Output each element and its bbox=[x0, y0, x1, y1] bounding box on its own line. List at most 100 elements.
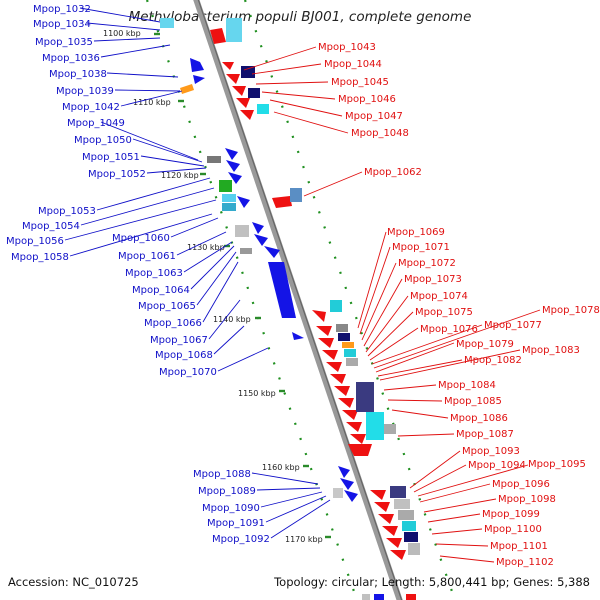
gene-label[interactable]: Mpop_1090 bbox=[202, 503, 260, 514]
gene-label[interactable]: Mpop_1091 bbox=[207, 518, 265, 529]
gene-feature[interactable] bbox=[350, 434, 366, 444]
gene-label[interactable]: Mpop_1060 bbox=[112, 233, 170, 244]
gene-feature[interactable] bbox=[348, 444, 372, 456]
gene-feature[interactable] bbox=[408, 543, 420, 555]
gene-label[interactable]: Mpop_1051 bbox=[82, 152, 140, 163]
gene-feature[interactable] bbox=[326, 362, 342, 372]
gene-feature[interactable] bbox=[222, 194, 236, 202]
gene-feature[interactable] bbox=[235, 225, 249, 237]
gene-feature[interactable] bbox=[384, 424, 396, 434]
gene-feature[interactable] bbox=[236, 98, 250, 108]
gene-feature[interactable] bbox=[330, 374, 346, 384]
gene-feature[interactable] bbox=[378, 514, 394, 524]
gene-feature[interactable] bbox=[382, 526, 398, 536]
gene-feature[interactable] bbox=[338, 398, 354, 408]
gene-label[interactable]: Mpop_1032 bbox=[33, 4, 91, 15]
gene-label[interactable]: Mpop_1069 bbox=[387, 227, 445, 238]
gene-feature[interactable] bbox=[316, 326, 332, 336]
gene-label[interactable]: Mpop_1098 bbox=[498, 494, 556, 505]
gene-feature[interactable] bbox=[252, 222, 264, 234]
gene-feature[interactable] bbox=[254, 234, 268, 246]
gene-label[interactable]: Mpop_1074 bbox=[410, 291, 468, 302]
gene-feature[interactable] bbox=[406, 594, 416, 600]
gene-label[interactable]: Mpop_1038 bbox=[49, 69, 107, 80]
gene-feature[interactable] bbox=[240, 110, 254, 120]
gene-feature[interactable] bbox=[264, 246, 280, 258]
gene-feature[interactable] bbox=[402, 521, 416, 531]
gene-feature[interactable] bbox=[333, 488, 343, 498]
gene-label[interactable]: Mpop_1079 bbox=[456, 339, 514, 350]
gene-feature[interactable] bbox=[222, 62, 234, 70]
gene-feature[interactable] bbox=[226, 74, 240, 84]
gene-feature[interactable] bbox=[292, 332, 304, 340]
gene-label[interactable]: Mpop_1050 bbox=[74, 135, 132, 146]
gene-feature[interactable] bbox=[210, 28, 226, 44]
gene-label[interactable]: Mpop_1044 bbox=[324, 59, 382, 70]
gene-label[interactable]: Mpop_1067 bbox=[150, 335, 208, 346]
gene-label[interactable]: Mpop_1073 bbox=[404, 274, 462, 285]
gene-feature[interactable] bbox=[240, 248, 252, 254]
gene-feature[interactable] bbox=[356, 382, 374, 412]
gene-label[interactable]: Mpop_1035 bbox=[35, 37, 93, 48]
gene-feature[interactable] bbox=[374, 502, 390, 512]
gene-feature[interactable] bbox=[268, 262, 296, 318]
gene-feature[interactable] bbox=[160, 18, 174, 28]
gene-label[interactable]: Mpop_1049 bbox=[67, 118, 125, 129]
gene-label[interactable]: Mpop_1054 bbox=[22, 221, 80, 232]
gene-label[interactable]: Mpop_1042 bbox=[62, 102, 120, 113]
gene-feature[interactable] bbox=[225, 148, 238, 160]
gene-label[interactable]: Mpop_1089 bbox=[198, 486, 256, 497]
gene-label[interactable]: Mpop_1070 bbox=[159, 367, 217, 378]
gene-feature[interactable] bbox=[374, 594, 384, 600]
gene-label[interactable]: Mpop_1066 bbox=[144, 318, 202, 329]
gene-label[interactable]: Mpop_1072 bbox=[398, 258, 456, 269]
gene-label[interactable]: Mpop_1034 bbox=[33, 19, 91, 30]
gene-label[interactable]: Mpop_1101 bbox=[490, 541, 548, 552]
gene-label[interactable]: Mpop_1077 bbox=[484, 320, 542, 331]
gene-feature[interactable] bbox=[390, 486, 406, 498]
gene-label[interactable]: Mpop_1100 bbox=[484, 524, 542, 535]
gene-feature[interactable] bbox=[340, 478, 354, 490]
gene-label[interactable]: Mpop_1084 bbox=[438, 380, 496, 391]
gene-label[interactable]: Mpop_1088 bbox=[193, 469, 251, 480]
gene-feature[interactable] bbox=[228, 172, 242, 184]
gene-feature[interactable] bbox=[338, 466, 350, 478]
gene-feature[interactable] bbox=[232, 86, 246, 96]
gene-label[interactable]: Mpop_1046 bbox=[338, 94, 396, 105]
gene-feature[interactable] bbox=[248, 88, 260, 98]
gene-label[interactable]: Mpop_1065 bbox=[138, 301, 196, 312]
gene-feature[interactable] bbox=[290, 188, 302, 202]
gene-feature[interactable] bbox=[346, 422, 362, 432]
gene-feature[interactable] bbox=[398, 510, 414, 520]
gene-label[interactable]: Mpop_1094 bbox=[468, 460, 526, 471]
gene-label[interactable]: Mpop_1071 bbox=[392, 242, 450, 253]
gene-feature[interactable] bbox=[344, 490, 358, 502]
gene-label[interactable]: Mpop_1056 bbox=[6, 236, 64, 247]
gene-feature[interactable] bbox=[394, 499, 410, 509]
gene-feature[interactable] bbox=[362, 594, 370, 600]
gene-feature[interactable] bbox=[366, 412, 384, 440]
gene-label[interactable]: Mpop_1053 bbox=[38, 206, 96, 217]
gene-label[interactable]: Mpop_1095 bbox=[528, 459, 586, 470]
gene-label[interactable]: Mpop_1068 bbox=[155, 350, 213, 361]
gene-label[interactable]: Mpop_1045 bbox=[331, 77, 389, 88]
gene-label[interactable]: Mpop_1039 bbox=[56, 86, 114, 97]
gene-label[interactable]: Mpop_1063 bbox=[125, 268, 183, 279]
gene-feature[interactable] bbox=[207, 156, 221, 163]
gene-label[interactable]: Mpop_1085 bbox=[444, 396, 502, 407]
gene-feature[interactable] bbox=[222, 203, 236, 211]
gene-feature[interactable] bbox=[386, 538, 402, 548]
gene-label[interactable]: Mpop_1093 bbox=[462, 446, 520, 457]
gene-feature[interactable] bbox=[390, 550, 406, 560]
gene-feature[interactable] bbox=[226, 160, 240, 172]
gene-feature[interactable] bbox=[318, 338, 334, 348]
gene-label[interactable]: Mpop_1047 bbox=[345, 111, 403, 122]
gene-label[interactable]: Mpop_1086 bbox=[450, 413, 508, 424]
gene-feature[interactable] bbox=[180, 84, 194, 94]
gene-label[interactable]: Mpop_1062 bbox=[364, 167, 422, 178]
gene-feature[interactable] bbox=[346, 358, 358, 366]
gene-label[interactable]: Mpop_1043 bbox=[318, 42, 376, 53]
gene-feature[interactable] bbox=[241, 66, 255, 78]
gene-label[interactable]: Mpop_1052 bbox=[88, 169, 146, 180]
gene-feature[interactable] bbox=[334, 386, 350, 396]
